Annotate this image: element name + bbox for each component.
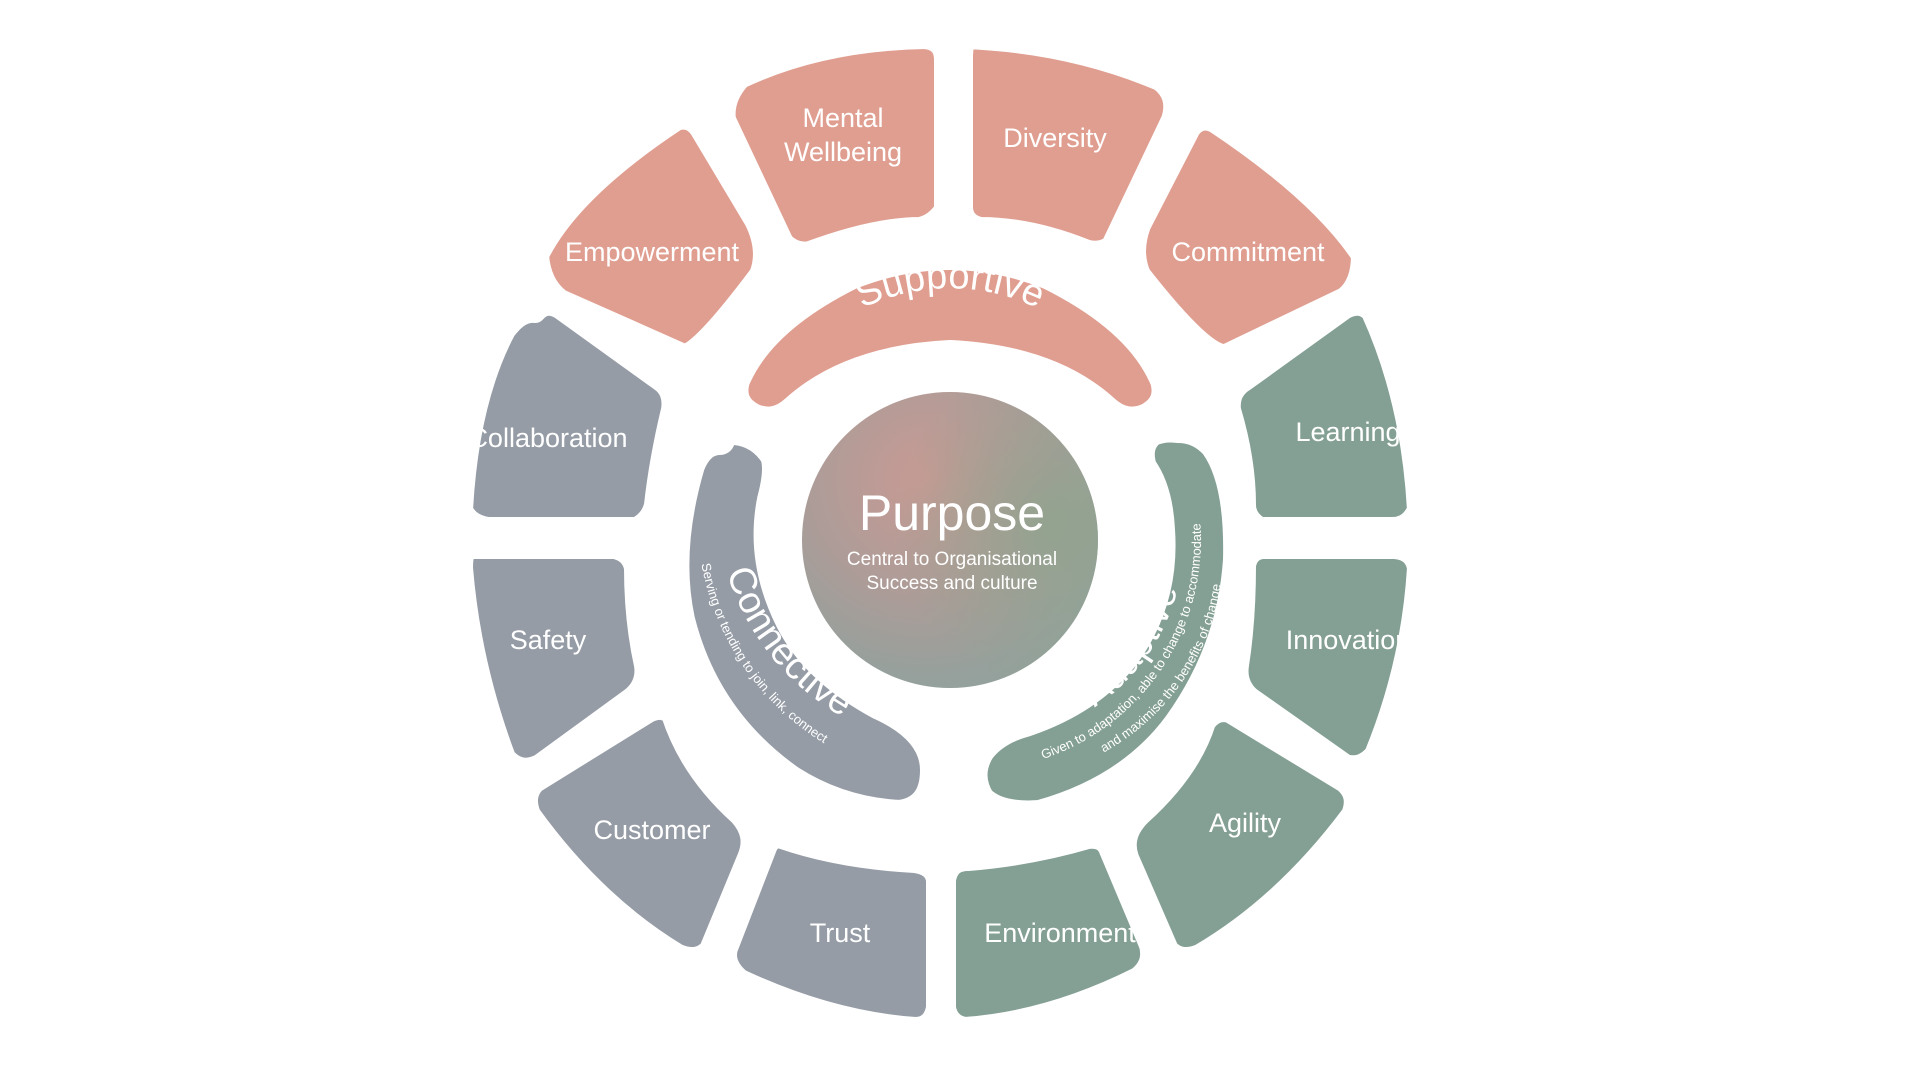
purpose-title: Purpose: [859, 485, 1045, 541]
label-environment: Environment: [984, 918, 1136, 948]
segment-empowerment: [527, 107, 775, 366]
band-connective: [659, 415, 950, 830]
label-collaboration: Collaboration: [468, 423, 627, 453]
label-safety: Safety: [510, 625, 587, 655]
label-learning: Learning: [1295, 417, 1400, 447]
segment-commitment: [1124, 108, 1373, 367]
band-adaptive: [957, 412, 1254, 831]
band-supportive: [718, 240, 1182, 437]
segment-trust: [714, 826, 948, 1039]
segment-customer: [515, 698, 763, 970]
segment-collaboration: [451, 293, 684, 539]
label-innovation: Innovation: [1286, 625, 1411, 655]
purpose-subtitle-line2: Success and culture: [866, 573, 1037, 594]
connective-outer-group: [451, 293, 948, 1039]
label-commitment: Commitment: [1171, 237, 1325, 267]
label-empowerment: Empowerment: [565, 237, 740, 267]
supportive-outer-group: [527, 27, 1373, 367]
label-agility: Agility: [1209, 808, 1282, 838]
purpose-subtitle-line1: Central to Organisational: [847, 549, 1057, 570]
purpose-circle: [794, 384, 1106, 696]
label-mental-line2: Wellbeing: [784, 137, 902, 167]
segment-diversity: [951, 27, 1186, 263]
segment-safety: [451, 537, 657, 780]
adaptive-outer-group: [934, 293, 1429, 1039]
segment-mental-wellbeing: [713, 27, 956, 264]
label-trust: Trust: [810, 918, 871, 948]
label-mental-line1: Mental: [802, 103, 883, 133]
segment-agility: [1114, 700, 1366, 970]
label-diversity: Diversity: [1003, 123, 1107, 153]
label-customer: Customer: [593, 815, 710, 845]
